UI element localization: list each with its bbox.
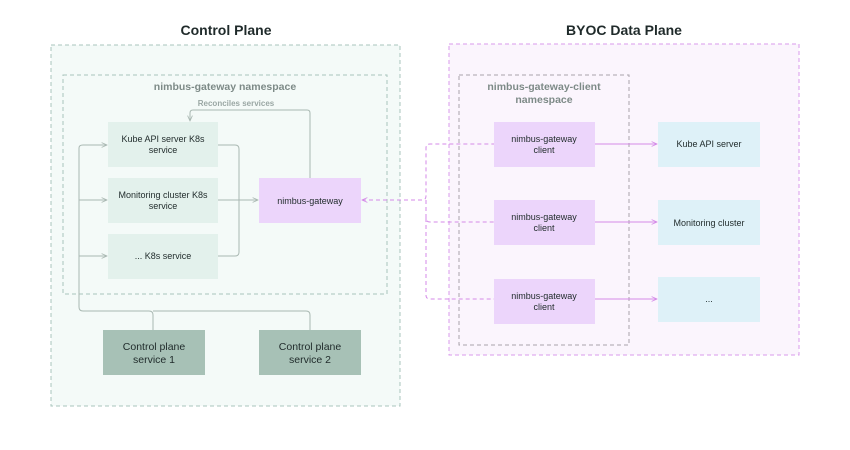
control-plane-service-label: service 1 xyxy=(133,354,175,366)
client-namespace-label-line1: nimbus-gateway-client xyxy=(487,81,601,93)
k8s-service-label: service xyxy=(149,145,178,155)
k8s-service-box: Kube API server K8s service xyxy=(108,122,218,167)
gateway-client-box: nimbus-gateway client xyxy=(494,122,595,167)
reconciles-label: Reconciles services xyxy=(198,99,275,108)
gateway-client-label: client xyxy=(533,145,555,155)
control-plane-service-label: Control plane xyxy=(279,341,342,353)
gateway-client-label: nimbus-gateway xyxy=(511,134,577,144)
k8s-service-label: Kube API server K8s xyxy=(121,134,205,144)
service1-to-gateway xyxy=(218,144,258,200)
tunnel-branch-2 xyxy=(425,200,494,223)
data-plane-title: BYOC Data Plane xyxy=(566,22,682,38)
gateway-client-label: client xyxy=(533,223,555,233)
left-bus xyxy=(78,145,154,330)
control-plane-connectors xyxy=(78,109,311,330)
tunnel-bus xyxy=(362,143,494,200)
gateway-client-label: client xyxy=(533,302,555,312)
target-box: Kube API server xyxy=(658,122,760,167)
target-label: ... xyxy=(705,294,713,304)
control-plane-service-box: Control plane service 1 xyxy=(103,330,205,375)
target-box: ... xyxy=(658,277,760,322)
control-plane-service-label: Control plane xyxy=(123,341,186,353)
control-plane-title: Control Plane xyxy=(180,22,271,38)
service2-connector xyxy=(153,310,311,330)
k8s-service-box: Monitoring cluster K8s service xyxy=(108,178,218,223)
gateway-client-box: nimbus-gateway client xyxy=(494,200,595,245)
gateway-label: nimbus-gateway xyxy=(277,196,343,206)
k8s-service-box: ... K8s service xyxy=(108,234,218,279)
reconcile-connector xyxy=(190,109,311,178)
control-plane-service-box: Control plane service 2 xyxy=(259,330,361,375)
target-label: Monitoring cluster xyxy=(673,218,744,228)
service3-to-gateway xyxy=(218,200,240,257)
gateway-client-connectors xyxy=(362,144,657,299)
gateway-namespace-label: nimbus-gateway namespace xyxy=(154,81,297,93)
k8s-service-label: service xyxy=(149,201,178,211)
control-plane-service-label: service 2 xyxy=(289,354,331,366)
target-box: Monitoring cluster xyxy=(658,200,760,245)
gateway-client-label: nimbus-gateway xyxy=(511,212,577,222)
gateway-box: nimbus-gateway xyxy=(259,178,361,223)
target-label: Kube API server xyxy=(676,139,741,149)
k8s-service-label: Monitoring cluster K8s xyxy=(118,190,208,200)
client-namespace-label-line2: namespace xyxy=(515,94,572,106)
gateway-client-label: nimbus-gateway xyxy=(511,291,577,301)
gateway-client-box: nimbus-gateway client xyxy=(494,279,595,324)
k8s-service-label: ... K8s service xyxy=(135,251,192,261)
tunnel-branch-3 xyxy=(425,218,494,300)
